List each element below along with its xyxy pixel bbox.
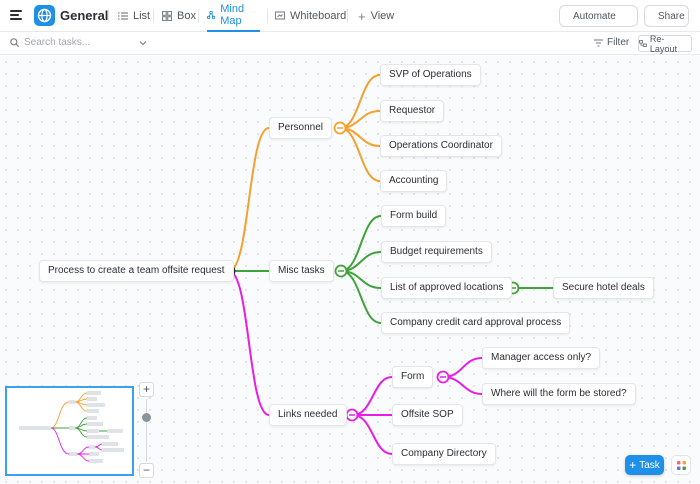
relayout-icon (639, 40, 647, 47)
node-budget-requirements[interactable]: Budget requirements (381, 241, 492, 263)
node-credit-card-approval[interactable]: Company credit card approval process (381, 312, 571, 334)
node-offsite-sop[interactable]: Offsite SOP (392, 404, 463, 426)
search-icon (10, 38, 19, 47)
tab-whiteboard[interactable]: Whiteboard (275, 0, 346, 32)
connector-links-3 (352, 414, 393, 455)
minimap[interactable] (5, 386, 134, 476)
node-operations-coordinator[interactable]: Operations Coordinator (380, 135, 502, 157)
node-form-storage[interactable]: Where will the form be stored? (482, 383, 636, 405)
add-view-label: View (370, 10, 395, 22)
connector-root-personnel (228, 127, 270, 272)
add-task-button[interactable]: + Task (625, 455, 664, 475)
mind-map-connectors (222, 74, 554, 455)
whiteboard-icon (275, 11, 285, 20)
relayout-button[interactable]: Re-Layout (638, 33, 692, 54)
share-button[interactable]: Share (644, 5, 689, 27)
node-accounting[interactable]: Accounting (380, 170, 448, 192)
zoom-out-button[interactable]: − (139, 463, 154, 478)
mind-map-canvas[interactable]: Process to create a team offsite request… (0, 56, 700, 484)
node-company-directory[interactable]: Company Directory (392, 443, 496, 465)
node-links-needed[interactable]: Links needed (269, 404, 347, 426)
apps-grid-icon (676, 460, 686, 470)
tab-list-label: List (133, 10, 151, 22)
filter-bar: Filter Re-Layout (0, 32, 700, 55)
zoom-in-button[interactable]: + (139, 382, 154, 397)
mind-map-icon (207, 10, 216, 20)
zoom-slider-track[interactable] (146, 399, 147, 462)
node-approved-locations[interactable]: List of approved locations (381, 277, 513, 299)
connector-root-links (228, 270, 270, 416)
node-personnel[interactable]: Personnel (269, 117, 333, 139)
node-svp-operations[interactable]: SVP of Operations (380, 64, 481, 86)
connector-form-1 (442, 357, 483, 378)
filter-label: Filter (607, 37, 630, 48)
search-input[interactable] (24, 37, 124, 48)
tab-mind-map[interactable]: Mind Map (207, 0, 260, 32)
filter-button[interactable]: Filter (594, 37, 629, 48)
tab-mind-map-label: Mind Map (220, 3, 245, 27)
root-node[interactable]: Process to create a team offsite request (39, 260, 234, 282)
share-label: Share (658, 10, 685, 22)
zoom-control: + − (139, 382, 155, 478)
plus-icon: + (629, 458, 637, 472)
box-icon (162, 11, 172, 21)
space-globe-icon (34, 5, 55, 26)
relayout-label: Re-Layout (649, 33, 677, 54)
top-bar: General List Box Mind Map Whiteboard + V… (0, 0, 700, 32)
collapse-form-toggle-icon (436, 370, 450, 384)
node-form-build[interactable]: Form build (381, 205, 447, 227)
node-requestor[interactable]: Requestor (380, 100, 445, 122)
node-manager-access[interactable]: Manager access only? (482, 347, 601, 369)
tab-box-label: Box (177, 10, 196, 22)
add-view-button[interactable]: + View (358, 0, 394, 32)
collapse-personnel-toggle-icon (333, 121, 347, 135)
zoom-slider-handle[interactable] (142, 413, 151, 422)
tab-box[interactable]: Box (162, 0, 196, 32)
tab-list[interactable]: List (118, 0, 150, 32)
node-form[interactable]: Form (392, 366, 434, 388)
automate-button[interactable]: Automate (559, 5, 638, 27)
tab-whiteboard-label: Whiteboard (290, 10, 347, 22)
node-misc-tasks[interactable]: Misc tasks (269, 260, 334, 282)
space-title: General (60, 8, 109, 23)
connector-links-1 (352, 376, 393, 416)
collapse-links-toggle-icon (345, 408, 359, 422)
chevron-down-icon[interactable] (139, 40, 147, 46)
node-secure-hotel-deals[interactable]: Secure hotel deals (553, 277, 654, 299)
plus-icon: + (358, 8, 366, 24)
search-box (10, 37, 147, 48)
list-icon (118, 12, 128, 20)
add-task-label: Task (639, 459, 660, 471)
apps-button[interactable] (671, 455, 691, 475)
automate-label: Automate (573, 10, 616, 22)
filter-icon (594, 38, 603, 47)
minimap-preview (19, 391, 124, 463)
menu-icon[interactable] (10, 10, 22, 20)
collapse-misc-toggle-icon (334, 264, 348, 278)
